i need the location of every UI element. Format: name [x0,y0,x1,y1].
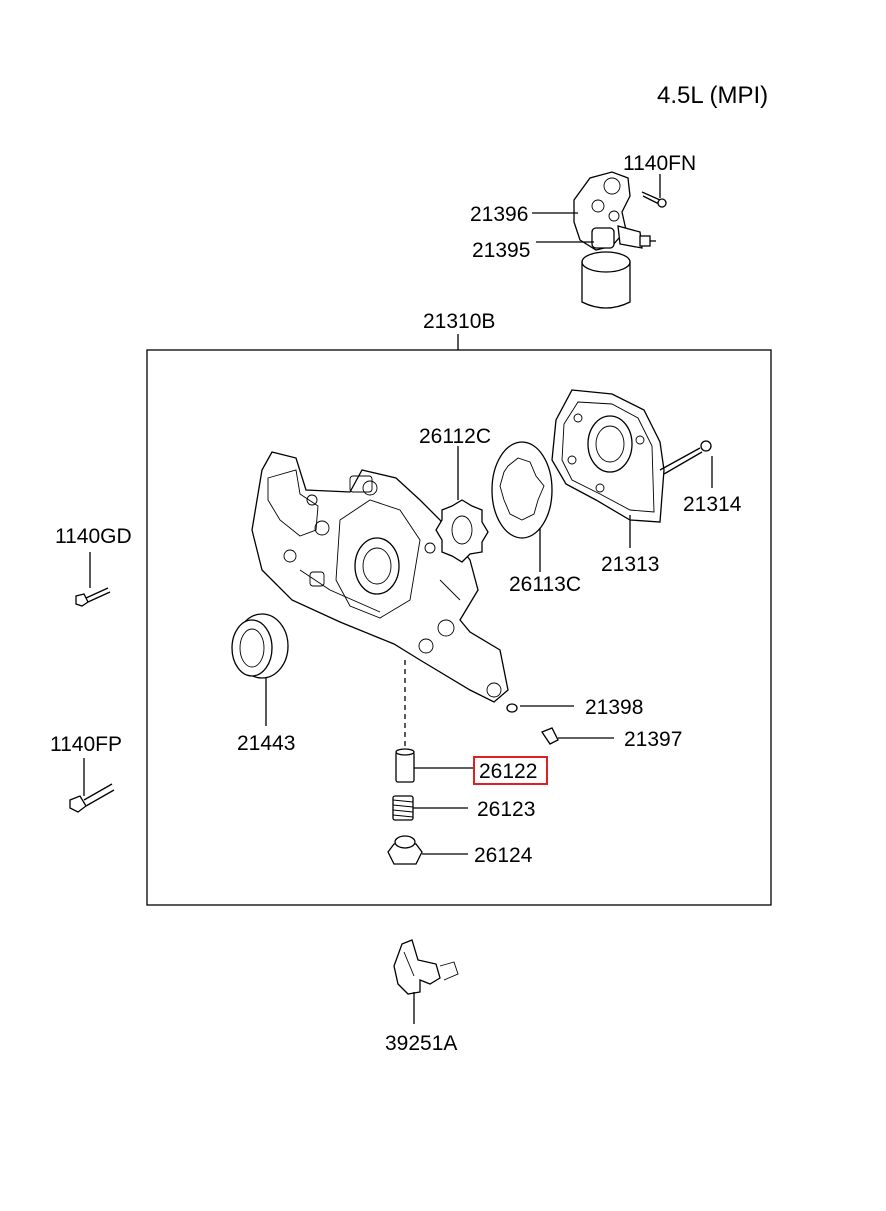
oil-seal-21443[interactable] [231,613,289,679]
label-26122[interactable]: 26122 [479,760,537,783]
highlight-box [473,756,548,785]
label-21314[interactable]: 21314 [683,493,742,516]
plug-21397[interactable] [541,727,559,745]
screw-21314[interactable] [659,440,712,475]
label-26113C[interactable]: 26113C [509,573,581,596]
bolt-1140FN[interactable] [641,191,667,208]
inner-rotor-26112C[interactable] [435,499,489,563]
label-1140FN[interactable]: 1140FN [623,152,696,175]
label-26112C[interactable]: 26112C [419,425,491,448]
label-21397[interactable]: 21397 [624,728,682,751]
label-1140FP[interactable]: 1140FP [50,733,122,756]
label-21313[interactable]: 21313 [601,553,659,576]
spring-26123[interactable] [392,795,414,821]
label-26123[interactable]: 26123 [477,798,535,821]
bolt-1140GD[interactable] [75,587,111,607]
label-21443[interactable]: 21443 [237,732,295,755]
clip-39251A[interactable] [393,939,459,995]
relief-plunger-26122[interactable] [395,748,415,783]
pump-cover-21313[interactable] [551,389,665,523]
plug-nut-26124[interactable] [387,835,423,865]
label-21310B[interactable]: 21310B [423,310,495,333]
label-21395[interactable]: 21395 [472,239,530,262]
label-39251A[interactable]: 39251A [385,1032,457,1055]
o-ring-21398[interactable] [506,703,518,713]
oil-pump-body[interactable] [251,451,509,703]
engine-title: 4.5L (MPI) [657,82,768,109]
oil-filter-assembly[interactable] [573,171,656,309]
bolt-1140FP[interactable] [69,783,115,813]
label-1140GD[interactable]: 1140GD [55,525,132,548]
outer-rotor-26113C[interactable] [491,441,553,539]
label-21396[interactable]: 21396 [470,203,528,226]
label-21398[interactable]: 21398 [585,696,643,719]
label-26124[interactable]: 26124 [474,844,533,867]
assembly-box [146,349,772,906]
